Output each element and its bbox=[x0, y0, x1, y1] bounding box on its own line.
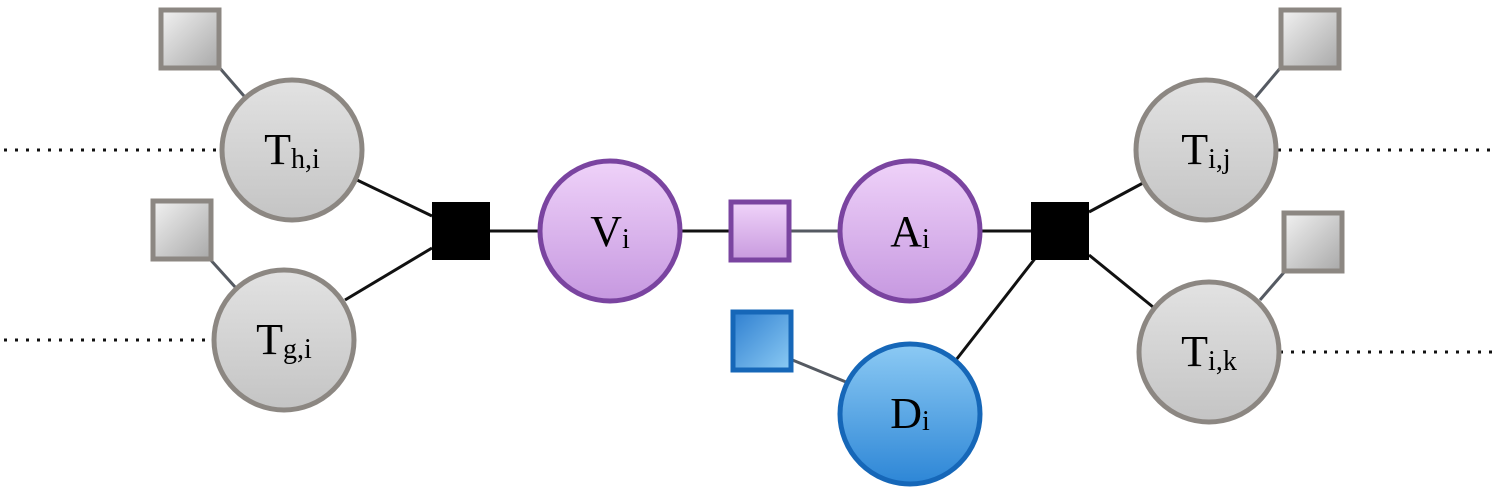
node-t-g-i-main: T bbox=[256, 315, 283, 364]
node-a-i: Ai bbox=[837, 158, 983, 304]
node-t-i-k-main: T bbox=[1181, 327, 1208, 376]
edge-tgi-factor-left bbox=[344, 246, 433, 302]
edge-factor-right-tij bbox=[1088, 181, 1144, 214]
prior-factor-di bbox=[730, 309, 794, 373]
node-v-i-sub: i bbox=[622, 224, 630, 255]
node-d-i-circle bbox=[837, 341, 983, 487]
prior-factor-tij bbox=[1278, 7, 1342, 71]
node-a-i-main: A bbox=[890, 207, 922, 256]
node-t-i-k-label: Ti,k bbox=[1181, 327, 1237, 377]
edge-prior-tgi bbox=[206, 255, 238, 290]
edge-factor-right-tik bbox=[1088, 253, 1154, 309]
node-v-i-main: V bbox=[590, 207, 622, 256]
node-t-i-j-circle bbox=[1133, 77, 1279, 223]
node-a-i-label: Ai bbox=[890, 207, 930, 256]
edge-prior-tij bbox=[1253, 65, 1284, 99]
edge-prior-tik bbox=[1258, 269, 1288, 301]
node-t-i-j-label: Ti,j bbox=[1181, 125, 1230, 175]
factor-left bbox=[432, 202, 490, 260]
node-d-i: Di bbox=[837, 341, 983, 487]
node-t-g-i-label: Tg,i bbox=[256, 315, 312, 365]
node-v-i-circle bbox=[537, 158, 683, 304]
node-t-i-j: Ti,j bbox=[1133, 77, 1279, 223]
node-t-g-i: Tg,i bbox=[211, 267, 357, 413]
node-t-h-i: Th,i bbox=[219, 77, 365, 223]
node-a-i-sub: i bbox=[922, 224, 930, 255]
node-t-i-k-sub: i,k bbox=[1208, 346, 1237, 377]
node-t-i-k: Ti,k bbox=[1136, 279, 1282, 425]
prior-factor-thi bbox=[158, 7, 222, 71]
node-d-i-main: D bbox=[890, 389, 922, 438]
node-t-h-i-main: T bbox=[264, 125, 291, 174]
factor-right bbox=[1031, 202, 1089, 260]
node-t-h-i-sub: h,i bbox=[291, 144, 320, 175]
node-t-g-i-sub: g,i bbox=[283, 334, 312, 365]
node-t-i-j-sub: i,j bbox=[1208, 144, 1231, 175]
node-a-i-circle bbox=[837, 158, 983, 304]
node-t-g-i-circle bbox=[211, 267, 357, 413]
node-d-i-label: Di bbox=[890, 389, 930, 438]
factor-mid bbox=[728, 199, 792, 263]
node-t-i-j-main: T bbox=[1181, 125, 1208, 174]
node-v-i: Vi bbox=[537, 158, 683, 304]
prior-factor-tik bbox=[1281, 210, 1345, 274]
node-t-h-i-circle bbox=[219, 77, 365, 223]
prior-factor-tgi bbox=[150, 198, 214, 262]
edge-prior-di bbox=[789, 357, 847, 384]
edge-thi-factor-left bbox=[356, 178, 433, 218]
edge-prior-thi bbox=[216, 65, 246, 97]
node-t-i-k-circle bbox=[1136, 279, 1282, 425]
node-v-i-label: Vi bbox=[590, 207, 630, 256]
node-d-i-sub: i bbox=[922, 406, 930, 437]
node-t-h-i-label: Th,i bbox=[264, 125, 320, 175]
edge-di-factor-right bbox=[954, 255, 1039, 361]
